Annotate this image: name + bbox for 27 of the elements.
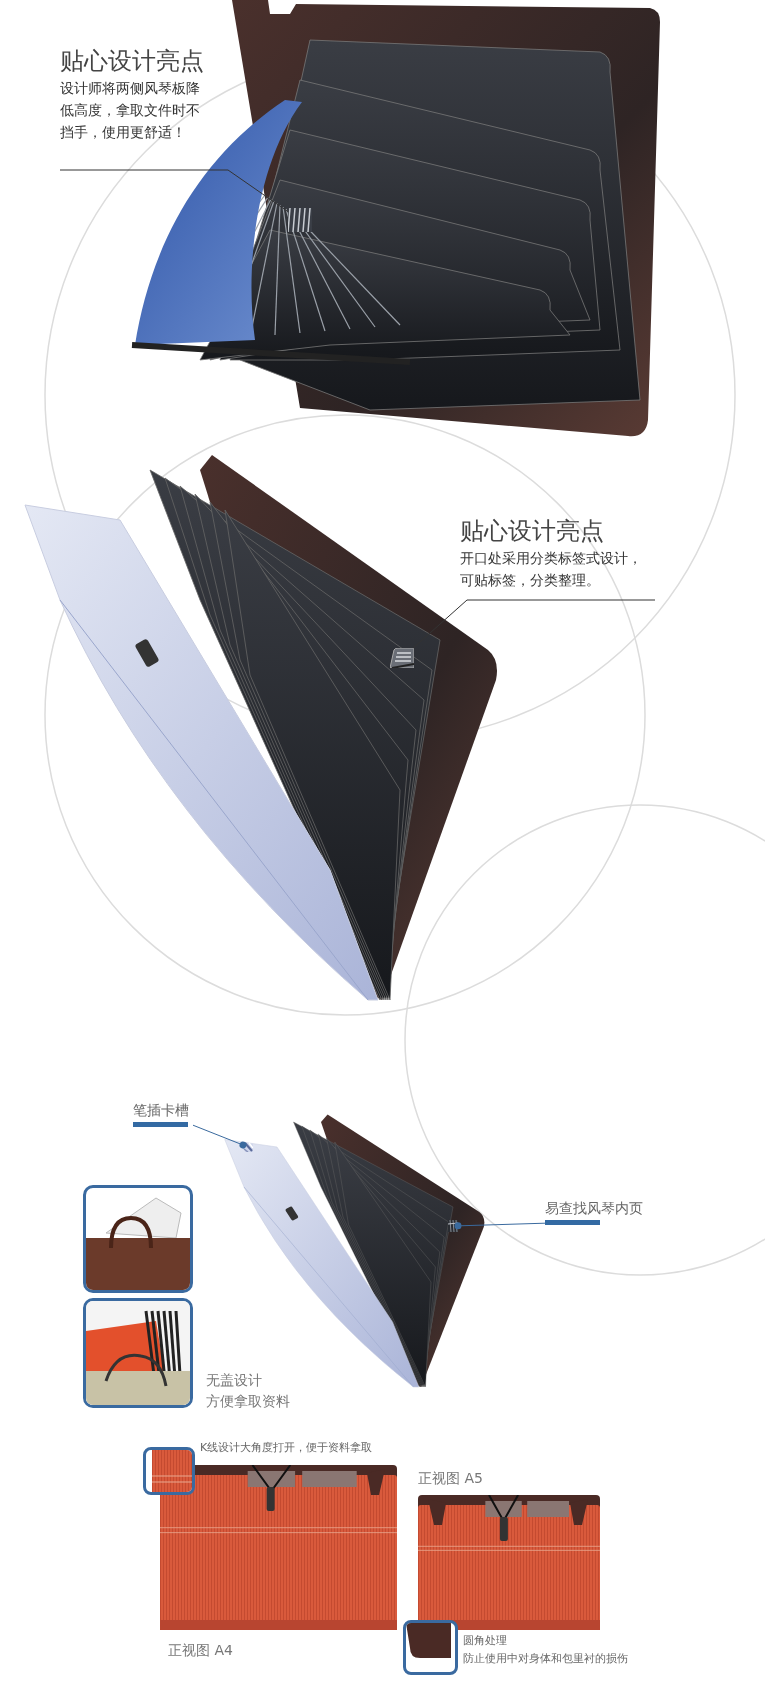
inner-page [448, 1220, 458, 1232]
label: 无盖设计 [206, 1371, 262, 1390]
description: 设计师将两侧风琴板降低高度，拿取文件时不挡手，使用更舒适！ [60, 79, 201, 142]
label: 防止使用中对身体和包里衬的损伤 [463, 1651, 628, 1667]
label: 圆角处理 [463, 1633, 507, 1649]
callout-label: 笔插卡槽 [133, 1100, 193, 1128]
pen-slot [243, 1142, 253, 1152]
heading: 贴心设计亮点 [60, 46, 205, 77]
detail-box [403, 1620, 458, 1675]
index-tab [390, 648, 414, 668]
description: 开口处采用分类标签式设计，可贴标签，分类整理。 [460, 549, 643, 590]
leader-line [454, 1222, 546, 1230]
label: 正视图 A4 [168, 1641, 233, 1660]
leader-line [59, 169, 289, 213]
label: K线设计大角度打开，便于资料拿取 [200, 1440, 373, 1456]
label: 正视图 A5 [418, 1469, 483, 1488]
accordion-gusset [288, 208, 312, 232]
bag-photo [83, 1185, 193, 1293]
leader-line [192, 1124, 247, 1149]
folder-front-view [160, 1465, 397, 1630]
label: 方便拿取资料 [206, 1392, 290, 1411]
bag-photo [83, 1298, 193, 1408]
folder-front-view [418, 1495, 600, 1630]
leader-line [412, 599, 656, 649]
detail-box [143, 1447, 195, 1495]
heading: 贴心设计亮点 [460, 516, 605, 547]
callout-label: 易查找风琴内页 [545, 1198, 657, 1226]
